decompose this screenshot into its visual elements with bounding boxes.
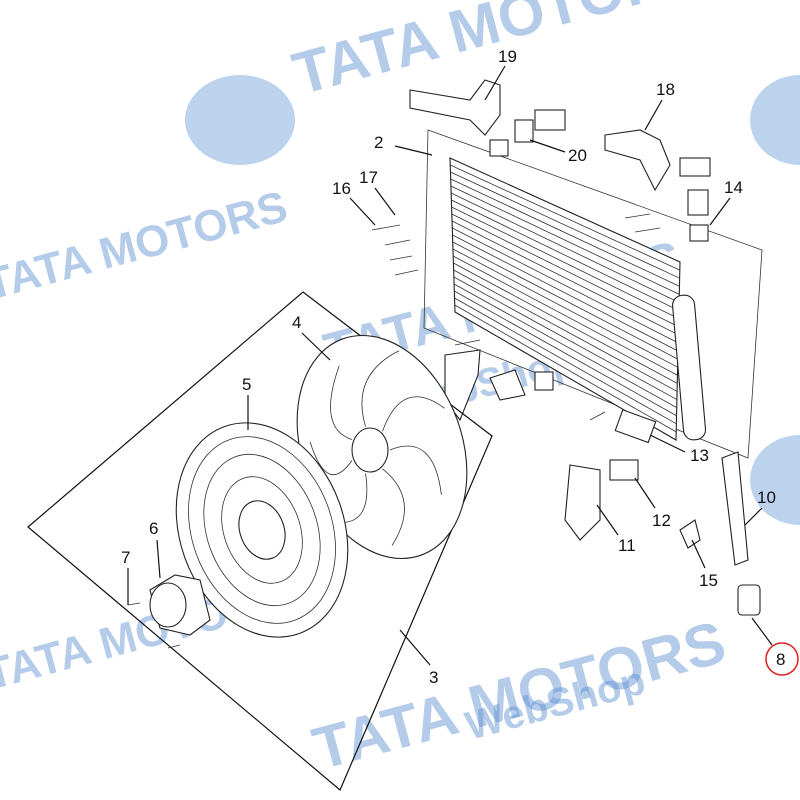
hose-10 — [721, 451, 749, 566]
radiator-fin — [451, 213, 679, 328]
radiator-fin — [450, 164, 680, 271]
fan-blade — [382, 468, 405, 546]
radiator-fin — [450, 171, 680, 279]
fan-blade — [361, 350, 400, 427]
callout-6: 6 — [149, 519, 158, 538]
radiator-fin — [454, 297, 677, 425]
radiator-fin — [452, 241, 679, 360]
leader-lines — [127, 65, 773, 666]
radiator — [449, 157, 707, 441]
bracket-18 — [604, 129, 671, 192]
radiator-fin — [453, 276, 678, 400]
radiator-fin — [450, 178, 680, 287]
radiator-fin — [454, 290, 677, 417]
radiator-fin — [454, 304, 677, 433]
radiator-fin — [453, 269, 678, 392]
radiator-fin — [450, 192, 680, 303]
tata-logo-icon — [185, 75, 295, 165]
clip-15 — [679, 519, 701, 549]
callout-3: 3 — [429, 668, 438, 687]
callout-4: 4 — [292, 313, 301, 332]
bracket-11 — [564, 464, 601, 541]
radiator-fin — [452, 227, 679, 344]
plug-8 — [737, 584, 761, 616]
callout-5: 5 — [242, 375, 251, 394]
callout-14: 14 — [724, 178, 743, 197]
callout-labels: 19 2 18 20 14 16 17 4 5 3 6 7 13 12 11 1… — [121, 47, 799, 687]
tata-logo-icon-right — [750, 75, 800, 165]
fan-motor — [127, 574, 211, 649]
callout-11: 11 — [618, 536, 636, 555]
callout-10: 10 — [757, 488, 776, 507]
radiator-fin — [450, 185, 680, 295]
radiator-fin — [452, 248, 678, 368]
tata-logo-icon-right-2 — [750, 435, 800, 525]
radiator-outline — [423, 129, 763, 459]
mount-block — [534, 109, 566, 131]
callout-18: 18 — [656, 80, 675, 99]
callout-20: 20 — [568, 146, 587, 165]
callout-7: 7 — [121, 548, 130, 567]
fan-blade — [330, 365, 353, 440]
callout-2: 2 — [374, 133, 383, 152]
callout-19: 19 — [498, 47, 517, 66]
fan-blade — [382, 396, 445, 432]
radiator-fin — [451, 220, 679, 336]
fan-shroud — [175, 422, 349, 638]
radiator-fin — [453, 262, 678, 384]
radiator-fin — [452, 234, 679, 352]
callout-15: 15 — [699, 571, 718, 590]
radiator-fin — [451, 206, 679, 319]
fan-assembly-outline — [27, 291, 493, 791]
fan-blade — [309, 441, 353, 476]
callout-16: 16 — [332, 179, 351, 198]
callout-17: 17 — [359, 168, 378, 187]
watermark-brand-left: TATA MOTORS — [0, 182, 292, 310]
callout-8[interactable]: 8 — [776, 650, 785, 669]
callout-12: 12 — [652, 511, 671, 530]
callout-13: 13 — [690, 446, 709, 465]
fan-blade — [389, 445, 442, 495]
radiator-fin — [453, 283, 677, 408]
radiator-tank — [672, 294, 707, 441]
brackets — [371, 79, 761, 616]
radiator-fin — [452, 255, 678, 376]
radiator-fin — [451, 199, 680, 311]
highlight-circle — [765, 642, 799, 676]
bracket-19 — [409, 79, 501, 136]
